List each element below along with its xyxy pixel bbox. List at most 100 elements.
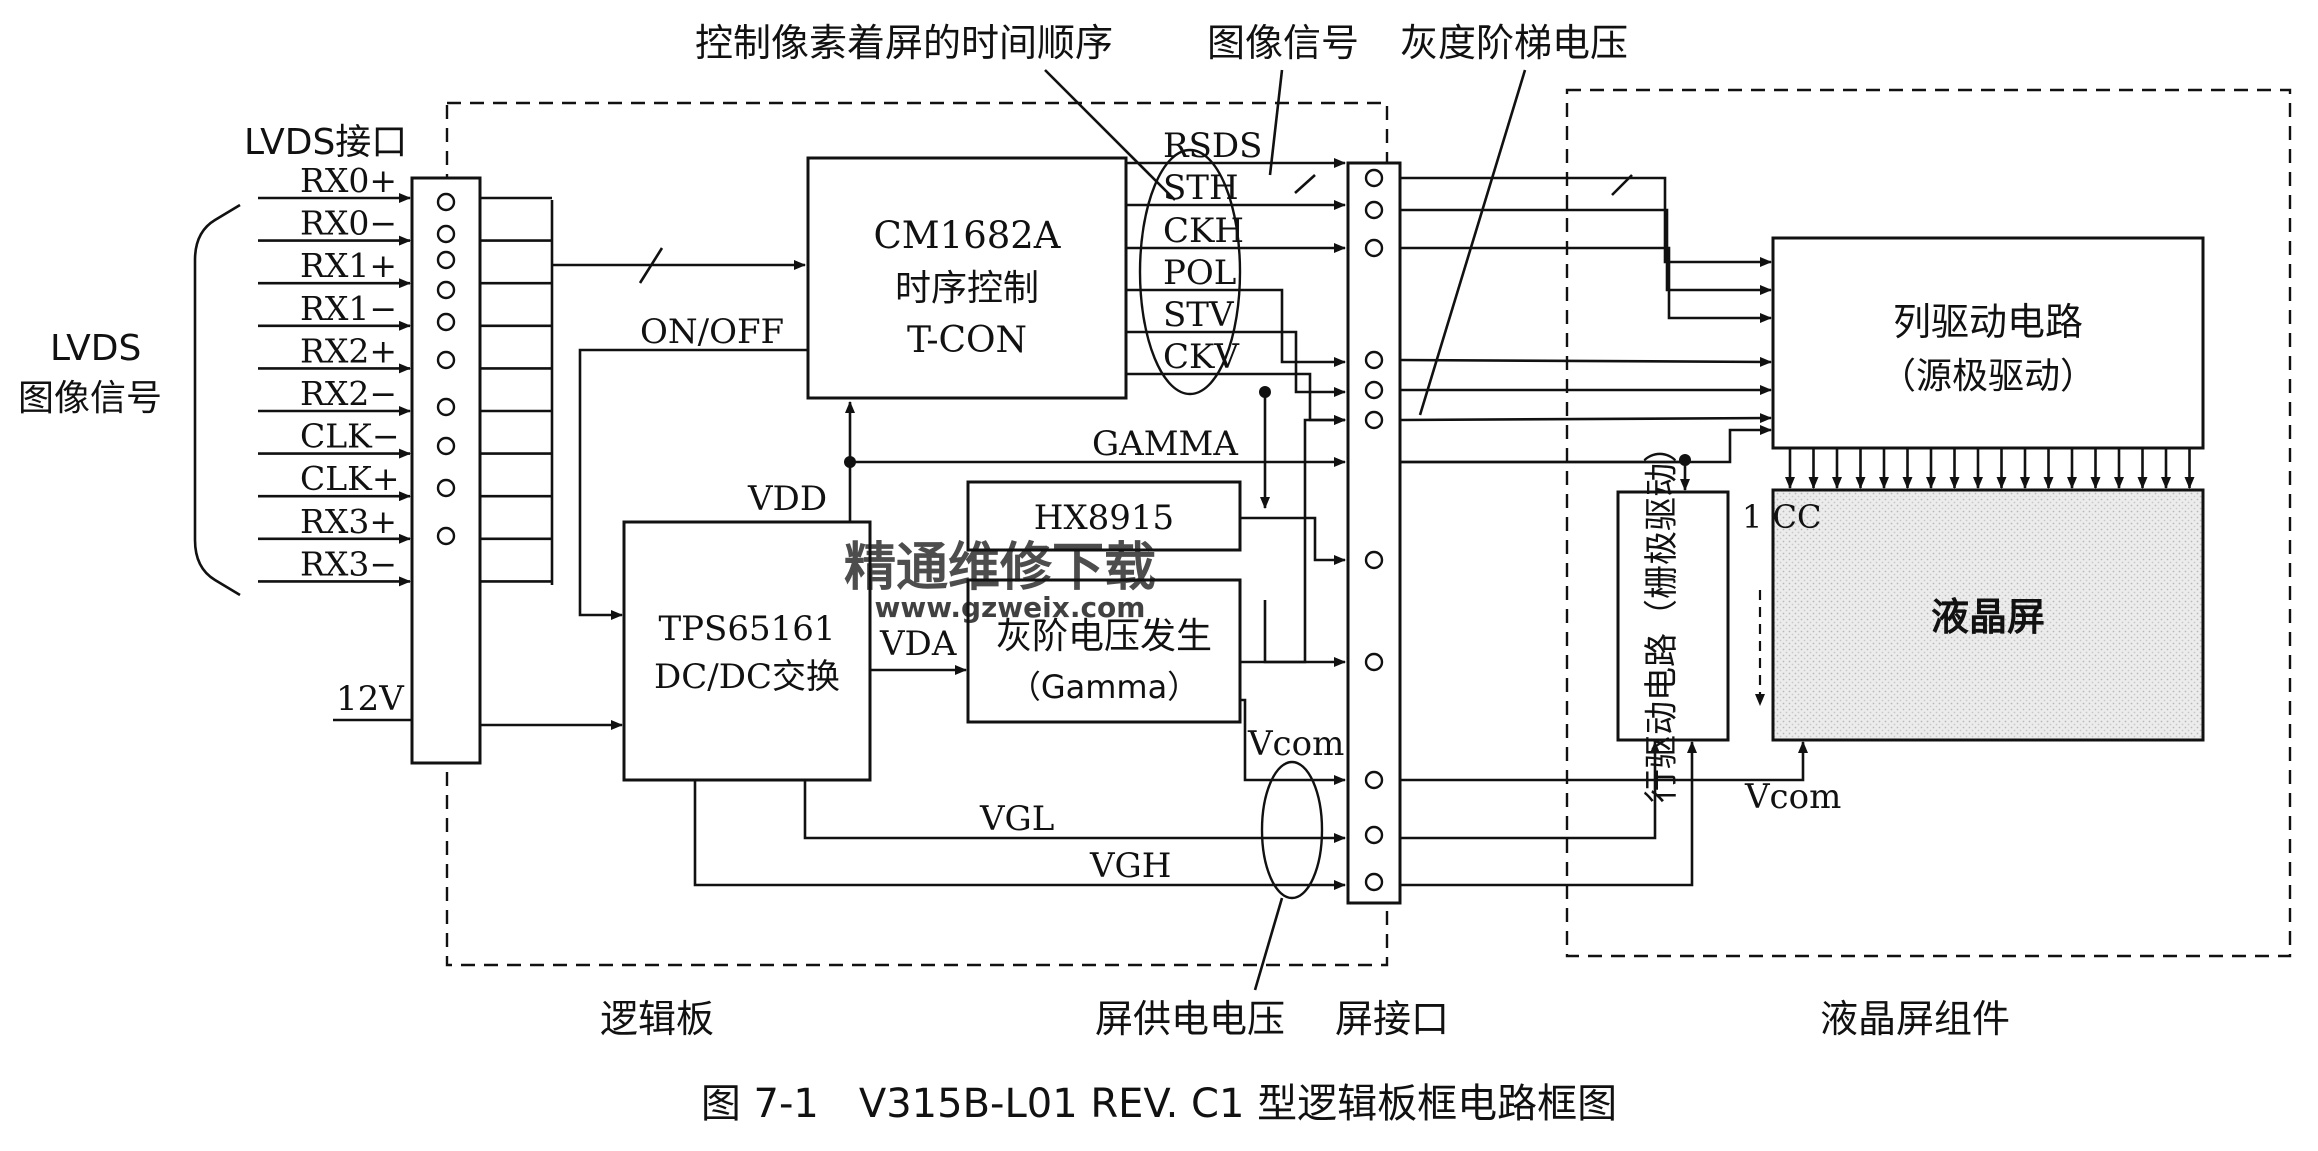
lcd-panel-label: 液晶屏 xyxy=(1931,595,2045,639)
lvds-interface-label: LVDS接口 xyxy=(244,122,407,163)
tcon-signal-label: RSDS xyxy=(1163,126,1262,166)
tcon-signal-wire xyxy=(1126,372,1346,425)
column-driver-line1: 列驱动电路 xyxy=(1893,300,2083,344)
lcd-module-region xyxy=(1565,88,2292,958)
figure-caption: 图 7-1 V315B-L01 REV. C1 型逻辑板框电路框图 xyxy=(701,1081,1617,1127)
watermark-cn: 精通维修下载 xyxy=(844,538,1156,598)
lvds-connector-pin xyxy=(436,350,456,370)
screen-connector-pin xyxy=(1364,238,1384,258)
vda-label: VDA xyxy=(879,624,957,664)
hx8915-block xyxy=(966,480,1242,552)
screen-connector-pin xyxy=(1364,168,1384,188)
supply-leader xyxy=(1253,897,1284,991)
screen-interface-label: 屏接口 xyxy=(1335,997,1449,1041)
tcon-signal-wire xyxy=(1126,330,1346,397)
gamma-line2: （Gamma） xyxy=(1009,668,1199,706)
tcon-line3: T-CON xyxy=(907,320,1027,361)
gamma-block xyxy=(966,578,1242,724)
lvds-pin-label: RX3+ xyxy=(300,502,397,541)
tcon-signal-label: STV xyxy=(1163,295,1235,335)
dcdc-line2: DC/DC交换 xyxy=(654,657,840,697)
lvds-connector-pin xyxy=(436,280,456,300)
screen-connector-pin xyxy=(1364,380,1384,400)
dcdc-line1: TPS65161 xyxy=(658,609,835,649)
screen-connector-pin xyxy=(1364,410,1384,430)
dcdc-block xyxy=(622,520,872,782)
lvds-connector-pin xyxy=(436,436,456,456)
lcd-module-label: 液晶屏组件 xyxy=(1820,997,2010,1041)
on-off-label: ON/OFF xyxy=(640,312,784,352)
tcon-signal-label: CKH xyxy=(1163,211,1244,251)
timing-order-label: 控制像素着屏的时间顺序 xyxy=(695,21,1113,65)
image-signal-leader xyxy=(1268,69,1284,176)
rsds-slash xyxy=(1294,174,1316,194)
timing-order-leader xyxy=(1044,69,1176,201)
column-driver-block xyxy=(1771,236,2205,450)
lvds-signal-label-2: 图像信号 xyxy=(18,378,162,419)
vcom-wire xyxy=(1240,698,1346,785)
v12-label: 12V xyxy=(336,679,405,719)
screen-connector-pin xyxy=(1364,770,1384,790)
gamma-net-label: GAMMA xyxy=(1092,424,1238,464)
tcon-block xyxy=(806,156,1128,400)
ckv-branch-2 xyxy=(1263,600,1346,667)
lvds-pin-label: RX3− xyxy=(300,544,397,583)
logic-board-label: 逻辑板 xyxy=(600,997,714,1041)
lvds-brace xyxy=(193,203,241,597)
column-driver-wire xyxy=(1400,425,1772,464)
lvds-pin-group: RX0+RX0−RX1+RX1−RX2+RX2−CLK−CLK+RX3+RX3− xyxy=(258,161,552,587)
screen-connector xyxy=(1346,161,1402,905)
screen-supply-label: 屏供电电压 xyxy=(1095,997,1285,1041)
lvds-connector-pin xyxy=(436,397,456,417)
row-driver-input xyxy=(1400,460,1690,491)
column-driver-wire xyxy=(1399,356,1772,367)
screen-connector-pin xyxy=(1364,350,1384,370)
vgl-label: VGL xyxy=(979,799,1054,839)
lvds-connector-pin xyxy=(436,224,456,244)
vcom-left-label: Vcom xyxy=(1247,724,1344,764)
vcom-right-label: Vcom xyxy=(1744,777,1841,817)
lvds-pin-label: RX0+ xyxy=(300,161,397,200)
column-driver-output-arrows xyxy=(1785,448,2195,489)
lvds-pin-label: RX1+ xyxy=(300,246,397,285)
column-driver-wire xyxy=(1399,413,1772,424)
screen-connector-pin xyxy=(1364,550,1384,570)
gray-ladder-leader xyxy=(1418,69,1527,416)
tcon-signal-label: CKV xyxy=(1163,337,1240,377)
lvds-connector-pin xyxy=(436,192,456,212)
lvds-pin-label: RX0− xyxy=(300,204,397,243)
on-off-wire xyxy=(578,348,808,620)
lvds-pin-label: RX2− xyxy=(300,374,397,413)
lvds-signal-label-1: LVDS xyxy=(50,328,141,369)
vgl-wire xyxy=(803,780,1346,843)
lvds-connector-pin xyxy=(436,526,456,546)
tcon-line1: CM1682A xyxy=(873,214,1061,257)
image-signal-label: 图像信号 xyxy=(1207,21,1359,65)
vgh-wire xyxy=(693,780,1346,890)
tcon-signal-label: POL xyxy=(1163,253,1236,293)
lvds-connector xyxy=(410,176,482,765)
vgh-label: VGH xyxy=(1089,846,1171,886)
hx8915-label: HX8915 xyxy=(1034,498,1174,538)
lvds-connector-pin xyxy=(436,312,456,332)
vcom-to-panel xyxy=(1400,741,1808,782)
lvds-pin-label: RX1− xyxy=(300,289,397,328)
screen-connector-pin xyxy=(1364,652,1384,672)
timing-ellipse xyxy=(1138,148,1242,396)
cc-label: 1 CC xyxy=(1742,498,1822,536)
vgh-to-row xyxy=(1400,741,1697,887)
lvds-connector-pin xyxy=(436,250,456,270)
lcd-panel xyxy=(1771,488,2205,742)
screen-connector-pin xyxy=(1364,825,1384,845)
gamma-line1: 灰阶电压发生 xyxy=(996,616,1212,657)
column-driver-wire xyxy=(1400,208,1772,295)
screen-connector-pin xyxy=(1364,872,1384,892)
screen-pin-group xyxy=(1364,168,1384,892)
column-driver-line2: （源极驱动） xyxy=(1880,356,2096,397)
supply-ellipse xyxy=(1260,760,1324,900)
hx-wire xyxy=(1240,516,1346,565)
watermark-url: www.gzweix.com xyxy=(875,591,1146,624)
col-bus-slash xyxy=(1611,174,1633,196)
